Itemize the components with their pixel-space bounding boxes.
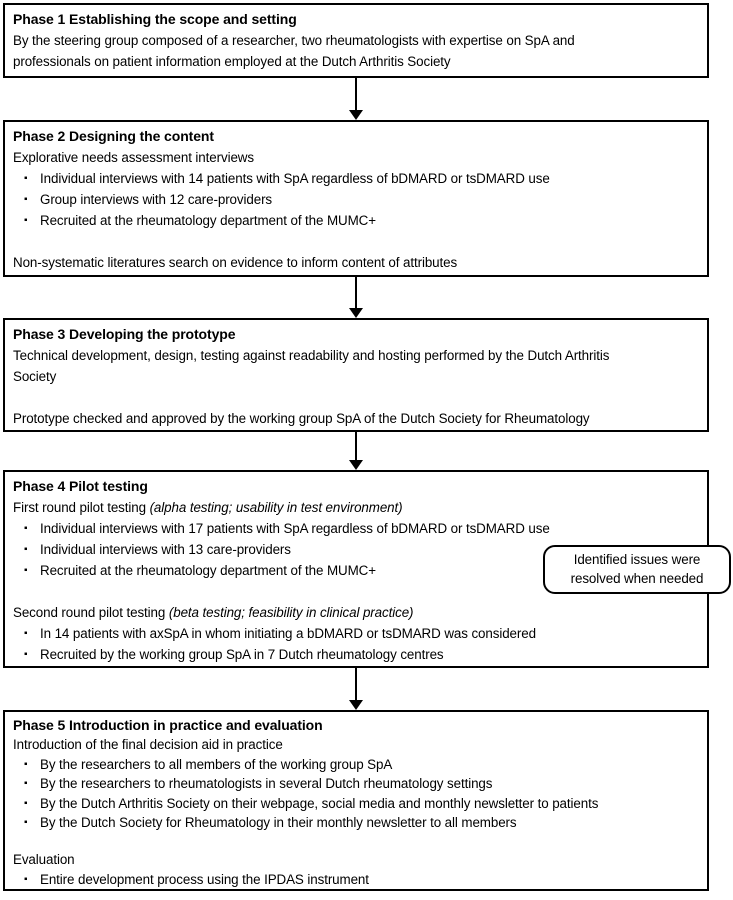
phase-5-box: Phase 5 Introduction in practice and eva… [3,710,709,891]
bullet-line: ▪ By the Dutch Society for Rheumatology … [13,813,699,832]
callout-text-line-1: Identified issues were [573,552,701,567]
callout-box: Identified issues were resolved when nee… [543,545,731,594]
arrow-phase1-to-phase2 [349,78,363,120]
bullet-icon: ▪ [24,215,28,226]
bullet-text: By the Dutch Society for Rheumatology in… [40,815,517,831]
bullet-line: ▪ Individual interviews with 14 patients… [13,168,699,189]
spacer [13,832,699,850]
arrowhead-down-icon [349,700,363,710]
callout-text-line-2: resolved when needed [570,571,704,586]
arrow-phase3-to-phase4 [349,432,363,470]
bullet-icon: ▪ [24,544,28,555]
bullet-line: ▪ Recruited by the working group SpA in … [13,644,699,665]
arrow-line [355,277,357,308]
bullet-line: ▪ By the Dutch Arthritis Society on thei… [13,794,699,813]
text-line: Technical development, design, testing a… [13,348,610,363]
italic-text-segment: (beta testing; feasibility in clinical p… [168,605,414,620]
bullet-icon: ▪ [24,173,28,184]
arrow-line [355,78,357,110]
bullet-icon: ▪ [24,649,28,660]
arrow-line [355,432,357,460]
bullet-text: Recruited by the working group SpA in 7 … [40,647,444,662]
bullet-icon: ▪ [24,523,28,534]
spacer [13,387,699,408]
bullet-icon: ▪ [24,628,28,639]
phase-3-box: Phase 3 Developing the prototype Technic… [3,318,709,432]
bullet-text: Recruited at the rheumatology department… [40,563,376,578]
text-segment: First round pilot testing [13,500,150,515]
bullet-text: Individual interviews with 13 care-provi… [40,542,291,557]
text-line: Evaluation [13,852,75,868]
bullet-text: Recruited at the rheumatology department… [40,213,376,228]
bullet-text: Group interviews with 12 care-providers [40,192,273,207]
bullet-icon: ▪ [24,194,28,205]
text-line: Introduction of the final decision aid i… [13,737,283,753]
arrowhead-down-icon [349,460,363,470]
bullet-line: ▪ Recruited at the rheumatology departme… [13,210,699,231]
text-line: By the steering group composed of a rese… [13,33,575,48]
text-line: Prototype checked and approved by the wo… [13,411,590,426]
bullet-text: Entire development process using the IPD… [40,871,369,887]
bullet-text: By the researchers to rheumatologists in… [40,776,493,792]
bullet-text: By the Dutch Arthritis Society on their … [40,795,599,811]
phase-1-title: Phase 1 Establishing the scope and setti… [13,11,297,27]
bullet-text: By the researchers to all members of the… [40,756,393,772]
bullet-line: ▪ By the researchers to rheumatologists … [13,774,699,793]
bullet-text: In 14 patients with axSpA in whom initia… [40,626,536,641]
phase-1-box: Phase 1 Establishing the scope and setti… [3,3,709,78]
bullet-line: ▪ In 14 patients with axSpA in whom init… [13,623,699,644]
phase-3-title: Phase 3 Developing the prototype [13,326,236,342]
phase-4-title: Phase 4 Pilot testing [13,478,148,494]
bullet-text: Individual interviews with 17 patients w… [40,521,550,536]
bullet-icon: ▪ [24,873,28,885]
bullet-icon: ▪ [24,778,28,790]
text-line: professionals on patient information emp… [13,54,451,69]
bullet-line: ▪ Group interviews with 12 care-provider… [13,189,699,210]
arrow-line [355,668,357,700]
bullet-text: Individual interviews with 14 patients w… [40,171,550,186]
bullet-icon: ▪ [24,565,28,576]
bullet-line: ▪ Entire development process using the I… [13,870,699,889]
text-line: Society [13,369,57,384]
text-segment: Second round pilot testing [13,605,169,620]
bullet-line: ▪ Individual interviews with 17 patients… [13,518,699,539]
bullet-line: ▪ Individual interviews with 13 care-pro… [13,539,699,560]
text-line: Second round pilot testing (beta testing… [13,602,699,623]
spacer [13,231,699,252]
text-line: Non-systematic literatures search on evi… [13,255,458,270]
arrow-phase2-to-phase3 [349,277,363,318]
text-line: First round pilot testing (alpha testing… [13,497,699,518]
text-line: Explorative needs assessment interviews [13,150,254,165]
phase-2-box: Phase 2 Designing the content Explorativ… [3,120,709,277]
italic-text-segment: (alpha testing; usability in test enviro… [149,500,403,515]
bullet-line: ▪ Recruited at the rheumatology departme… [13,560,699,581]
arrow-phase4-to-phase5 [349,668,363,710]
arrowhead-down-icon [349,308,363,318]
phase-5-title: Phase 5 Introduction in practice and eva… [13,717,323,733]
bullet-icon: ▪ [24,797,28,809]
phase-2-title: Phase 2 Designing the content [13,128,214,144]
bullet-icon: ▪ [24,817,28,829]
bullet-icon: ▪ [24,758,28,770]
bullet-line: ▪ By the researchers to all members of t… [13,755,699,774]
arrowhead-down-icon [349,110,363,120]
